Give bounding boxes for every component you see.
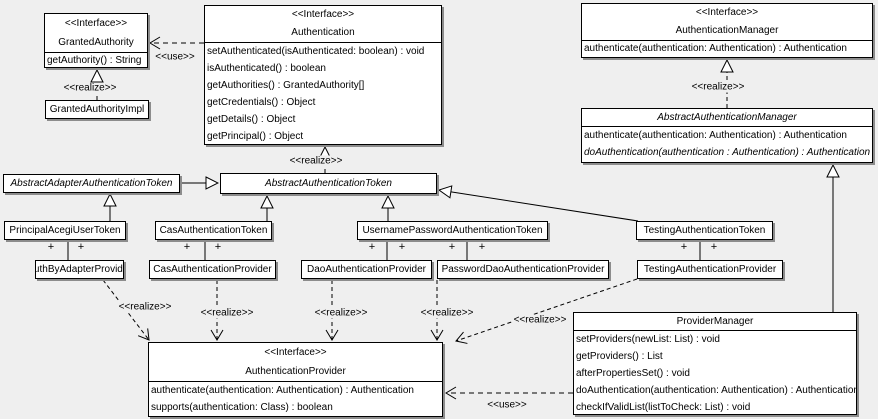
realize-label: <<realize>>: [116, 301, 174, 313]
class-granted-authority: <<Interface>> GrantedAuthority getAuthor…: [44, 13, 148, 68]
method-label: authenticate(authentication: Authenticat…: [584, 130, 847, 141]
class-name: DaoAuthenticationProvider: [307, 264, 426, 275]
method-label: doAuthentication(authentication : Authen…: [584, 147, 871, 158]
method-label: getAuthority() : String: [47, 55, 142, 66]
class-name: AbstractAdapterAuthenticationToken: [10, 178, 173, 189]
use-label: <<use>>: [153, 51, 197, 63]
method-label: getCredentials() : Object: [207, 97, 316, 108]
class-principal-acegi-user-token: PrincipalAcegiUserToken: [4, 221, 126, 240]
edge-testingprovider-realizes-authprovider: [455, 278, 638, 344]
class-name: GrantedAuthority: [58, 37, 134, 48]
class-abstract-authentication-manager: AbstractAuthenticationManager authentica…: [581, 108, 873, 163]
class-name: AbstractAuthenticationToken: [265, 178, 392, 189]
multiplicity-plus-label: +: [478, 241, 486, 253]
realize-label: <<realize>>: [689, 81, 747, 93]
class-name: PasswordDaoAuthenticationProvider: [441, 264, 605, 275]
class-name: AbstractAuthenticationManager: [657, 112, 797, 123]
method-label: getPrincipal() : Object: [207, 131, 304, 142]
stereotype-label: <<Interface>>: [264, 347, 327, 358]
method-label: doAuthentication(authentication: Authent…: [576, 385, 856, 396]
methods-compartment: authenticate(authentication: Authenticat…: [149, 381, 442, 416]
realize-label: <<realize>>: [61, 82, 119, 94]
class-abstract-adapter-authentication-token: AbstractAdapterAuthenticationToken: [3, 174, 180, 193]
realize-label: <<realize>>: [511, 314, 569, 326]
use-label: <<use>>: [485, 399, 529, 411]
method-label: getAuthorities() : GrantedAuthority[]: [207, 80, 365, 91]
multiplicity-plus-label: +: [680, 241, 688, 253]
class-granted-authority-impl: GrantedAuthorityImpl: [45, 100, 149, 119]
class-cas-authentication-provider: CasAuthenticationProvider: [149, 260, 276, 279]
realize-label: <<realize>>: [198, 307, 256, 319]
methods-compartment: setAuthenticated(isAuthenticated: boolea…: [205, 42, 441, 144]
multiplicity-plus-label: +: [710, 241, 718, 253]
class-name: TestingAuthenticationToken: [643, 225, 766, 236]
class-testing-authentication-token: TestingAuthenticationToken: [636, 221, 773, 240]
stereotype-label: <<Interface>>: [695, 7, 759, 18]
methods-compartment: authenticate(authentication: Authenticat…: [582, 40, 872, 57]
class-name: AuthenticationManager: [675, 25, 779, 36]
methods-compartment: setProviders(newList: List) : void getPr…: [574, 330, 856, 414]
multiplicity-plus-label: +: [214, 241, 222, 253]
class-dao-authentication-provider: DaoAuthenticationProvider: [301, 260, 432, 279]
realize-label: <<realize>>: [312, 307, 370, 319]
class-abstract-authentication-token: AbstractAuthenticationToken: [220, 173, 437, 194]
class-name: AuthenticationProvider: [245, 366, 346, 377]
class-username-password-authentication-token: UsernamePasswordAuthenticationToken: [357, 221, 548, 240]
class-name: PrincipalAcegiUserToken: [9, 225, 121, 236]
method-label: afterPropertiesSet() : void: [576, 368, 690, 379]
multiplicity-plus-label: +: [183, 241, 191, 253]
realize-label: <<realize>>: [287, 155, 345, 167]
method-label: isAuthenticated() : boolean: [207, 63, 326, 74]
edge-testingtoken-extends-abstracttoken: [439, 190, 639, 222]
method-label: getProviders() : List: [576, 351, 663, 362]
method-label: supports(authentication: Class) : boolea…: [151, 402, 333, 413]
multiplicity-plus-label: +: [77, 241, 85, 253]
class-name: UsernamePasswordAuthenticationToken: [362, 225, 543, 236]
stereotype-label: <<Interface>>: [291, 9, 355, 20]
method-label: authenticate(authentication: Authenticat…: [584, 43, 847, 54]
method-label: checkIfValidList(listToCheck: List) : vo…: [576, 402, 751, 413]
class-testing-authentication-provider: TestingAuthenticationProvider: [637, 260, 783, 279]
class-name: GrantedAuthorityImpl: [49, 104, 145, 115]
class-password-dao-authentication-provider: PasswordDaoAuthenticationProvider: [437, 260, 609, 279]
class-provider-manager: ProviderManager setProviders(newList: Li…: [573, 312, 857, 415]
multiplicity-plus-label: +: [448, 241, 456, 253]
realize-label: <<realize>>: [418, 307, 476, 319]
class-cas-authentication-token: CasAuthenticationToken: [155, 221, 272, 240]
class-authentication-manager: <<Interface>> AuthenticationManager auth…: [581, 3, 873, 58]
class-authentication-provider: <<Interface>> AuthenticationProvider aut…: [148, 342, 443, 417]
methods-compartment: authenticate(authentication: Authenticat…: [582, 126, 872, 161]
method-label: setAuthenticated(isAuthenticated: boolea…: [207, 46, 425, 57]
class-name: ProviderManager: [676, 316, 754, 327]
method-label: authenticate(authentication: Authenticat…: [151, 385, 414, 396]
class-name: AuthByAdapterProvider: [36, 264, 123, 275]
multiplicity-plus-label: +: [47, 241, 55, 253]
class-name: CasAuthenticationToken: [159, 225, 268, 236]
method-label: getDetails() : Object: [207, 114, 296, 125]
class-auth-by-adapter-provider: AuthByAdapterProvider: [35, 260, 124, 279]
methods-compartment: getAuthority() : String: [45, 52, 147, 67]
stereotype-label: <<Interface>>: [64, 18, 128, 29]
class-name: Authentication: [291, 27, 355, 38]
class-name: CasAuthenticationProvider: [153, 264, 272, 275]
multiplicity-plus-label: +: [398, 241, 406, 253]
class-authentication: <<Interface>> Authentication setAuthenti…: [204, 5, 442, 145]
method-label: setProviders(newList: List) : void: [576, 334, 720, 345]
multiplicity-plus-label: +: [368, 241, 376, 253]
class-name: TestingAuthenticationProvider: [643, 264, 777, 275]
